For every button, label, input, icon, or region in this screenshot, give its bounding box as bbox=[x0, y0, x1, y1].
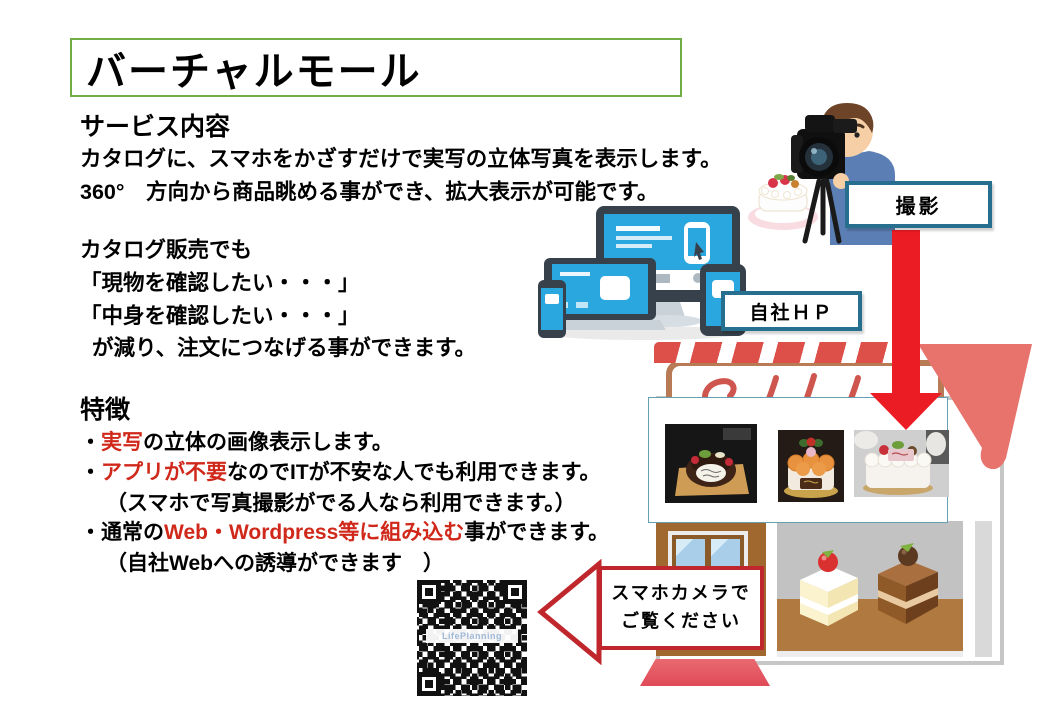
responsive-devices-illustration bbox=[538, 206, 746, 340]
window-pane bbox=[711, 539, 740, 571]
feature-item-2: ・アプリが不要なのでITが不安な人でも利用できます。 bbox=[80, 460, 601, 485]
cake-photo-chocolate bbox=[665, 424, 757, 503]
chocolate-cake-illustration bbox=[878, 543, 938, 624]
shooting-label: 撮影 bbox=[895, 196, 942, 218]
qr-finder-bottom-left bbox=[417, 672, 441, 696]
company-hp-label-box: 自社ＨＰ bbox=[721, 291, 862, 331]
window-pane bbox=[676, 539, 705, 571]
cake-photo-panel bbox=[648, 397, 949, 523]
feature-note-2: （自社Webへの誘導ができます ） bbox=[106, 552, 444, 575]
qr-caption-line-1: スマホカメラで bbox=[611, 583, 751, 604]
company-hp-label: 自社ＨＰ bbox=[749, 302, 834, 324]
qr-brand-label: LifePlanning bbox=[425, 629, 519, 644]
feature-3-highlight: Web・Wordpress等に組み込む bbox=[164, 521, 465, 544]
display-window-sill bbox=[777, 651, 963, 657]
storefront-doormat bbox=[640, 659, 770, 686]
shooting-label-box: 撮影 bbox=[845, 181, 992, 228]
service-heading: サービス内容 bbox=[80, 113, 231, 141]
qr-finder-top-right bbox=[503, 580, 527, 604]
feature-2-pre: ・ bbox=[80, 461, 101, 484]
catalog-quote-1: 「現物を確認したい・・・」 bbox=[80, 271, 360, 295]
catalog-heading: カタログ販売でも bbox=[80, 238, 253, 262]
storefront-right-wall bbox=[975, 521, 992, 657]
chocolate-cake-photo-graphic bbox=[665, 424, 757, 503]
qr-caption-line-2: ご覧ください bbox=[621, 611, 741, 631]
catalog-conclusion: が減り、注文につなげる事ができます。 bbox=[92, 336, 476, 360]
title-box: バーチャルモール bbox=[70, 38, 682, 97]
cake-photo-orange bbox=[778, 430, 844, 502]
feature-3-post: 事ができます。 bbox=[464, 521, 610, 544]
feature-3-pre: ・通常の bbox=[80, 521, 164, 544]
feature-1-highlight: 実写 bbox=[101, 431, 143, 454]
service-line-2: 360° 方向から商品眺める事ができ、拡大表示が可能です。 bbox=[80, 180, 659, 204]
service-line-1: カタログに、スマホをかざすだけで実写の立体写真を表示します。 bbox=[80, 147, 722, 171]
shortcake-illustration bbox=[800, 550, 858, 626]
down-arrow-head bbox=[870, 393, 942, 430]
feature-item-3: ・通常のWeb・Wordpress等に組み込む事ができます。 bbox=[80, 520, 609, 545]
qr-code: LifePlanning bbox=[414, 577, 530, 699]
page-title: バーチャルモール bbox=[86, 49, 422, 94]
feature-item-1: ・実写の立体の画像表示します。 bbox=[80, 430, 393, 455]
feature-2-highlight: アプリが不要 bbox=[101, 461, 227, 484]
features-heading: 特徴 bbox=[80, 396, 131, 424]
feature-1-pre: ・ bbox=[80, 431, 101, 454]
qr-finder-top-left bbox=[417, 580, 441, 604]
cake-photo-strawberry bbox=[854, 430, 949, 497]
storefront-awning bbox=[654, 342, 920, 363]
catalog-quote-2: 「中身を確認したい・・・」 bbox=[80, 304, 360, 328]
awning-side-drape bbox=[918, 344, 1032, 470]
qr-caption-box: スマホカメラで ご覧ください bbox=[598, 566, 764, 650]
down-arrow-shaft bbox=[892, 230, 920, 394]
left-arrow-icon bbox=[537, 559, 602, 665]
feature-note-1: （スマホで写真撮影がでる人なら利用できます。） bbox=[106, 492, 576, 515]
orange-cake-photo-graphic bbox=[778, 430, 844, 502]
feature-2-post: なのでITが不安な人でも利用できます。 bbox=[227, 461, 601, 484]
strawberry-cake-photo-graphic bbox=[854, 430, 949, 497]
feature-1-post: の立体の画像表示します。 bbox=[143, 431, 393, 454]
